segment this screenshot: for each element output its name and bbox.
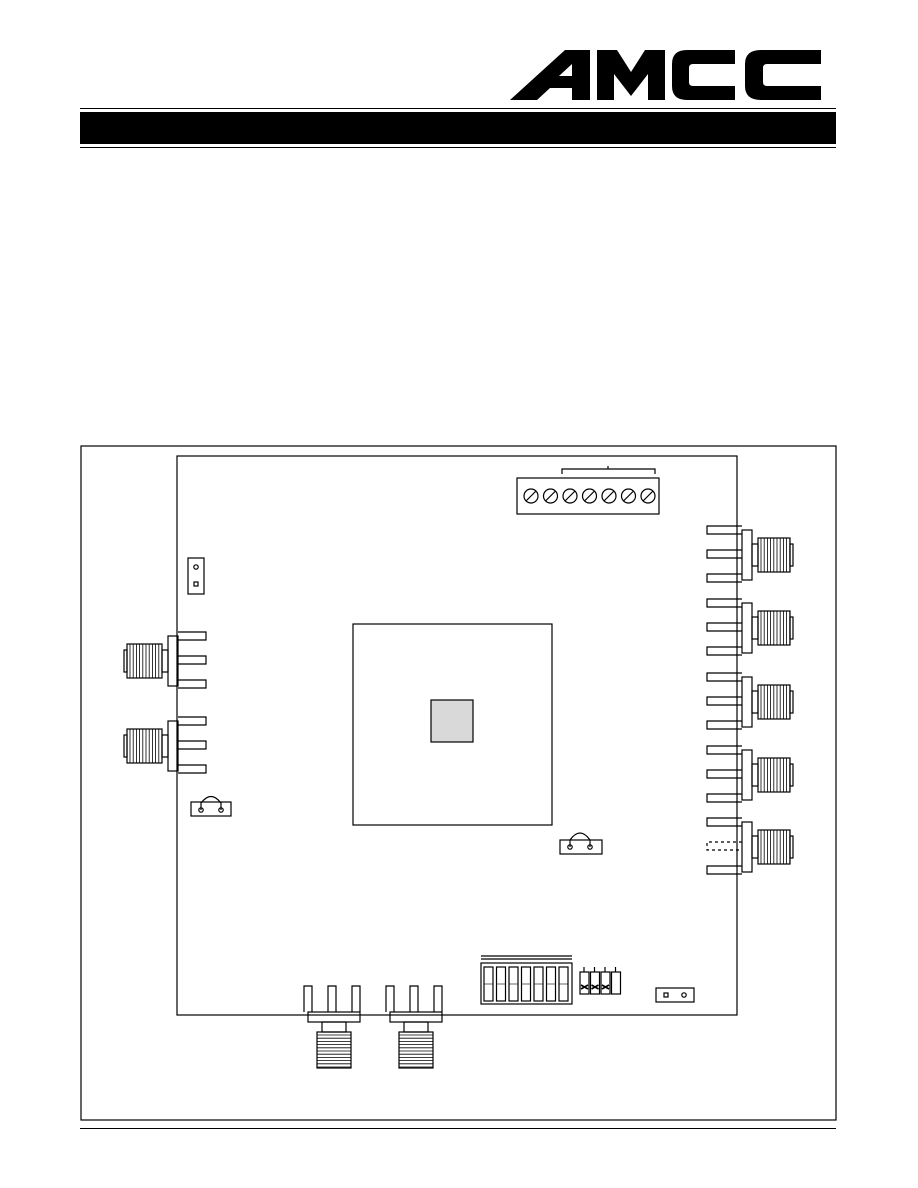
terminal-screw [620,488,637,504]
sma-connector-bottom [385,985,443,1069]
terminal-screw [581,488,598,504]
terminal-screw [640,488,656,504]
resistor-element [610,967,622,995]
logo-letter-a [510,50,590,100]
chip-die [430,699,474,743]
resistor-element [579,967,590,995]
terminal-bracket [561,468,656,474]
dip-switch [495,966,507,1002]
logo-letter-c1 [672,50,735,100]
dip-switch-bank [480,955,573,1005]
logo-letter-m [597,50,665,100]
terminal-screw [562,488,578,504]
sma-connector-right [706,525,794,583]
amcc-logo [510,50,821,100]
sma-connector-right [706,745,794,803]
terminal-screw [523,488,539,504]
jumper-header-vertical [187,557,205,595]
sma-connector-left [123,716,207,774]
sma-connector-left [123,631,207,689]
jumper-left [190,795,232,817]
dip-switch [508,966,519,1002]
jumper-center [559,832,603,855]
footer-rule [80,1128,836,1129]
header-rule-top [80,108,836,109]
resistor-element [589,967,601,995]
resistor-element [600,967,611,995]
sma-connector-right [706,598,794,656]
dip-switch [483,966,494,1002]
dip-switch [558,966,569,1002]
title-bar [80,112,836,144]
resistor-pack [579,967,622,995]
terminal-screw [601,488,617,504]
dip-switch [533,966,544,1002]
logo-letter-c2 [745,50,821,100]
figure-frame [80,445,837,1121]
chip-socket [352,623,553,826]
dip-switch [520,966,532,1002]
header-rule-bottom [80,147,836,148]
power-terminal-block [516,466,660,515]
pcb-outline [176,455,738,1016]
sma-connector-right [706,672,794,730]
jumper-header-horizontal [655,987,695,1003]
terminal-screw [542,488,559,504]
dip-switch [545,966,557,1002]
sma-connector-bottom [303,985,361,1069]
sma-connector-right [706,817,794,875]
